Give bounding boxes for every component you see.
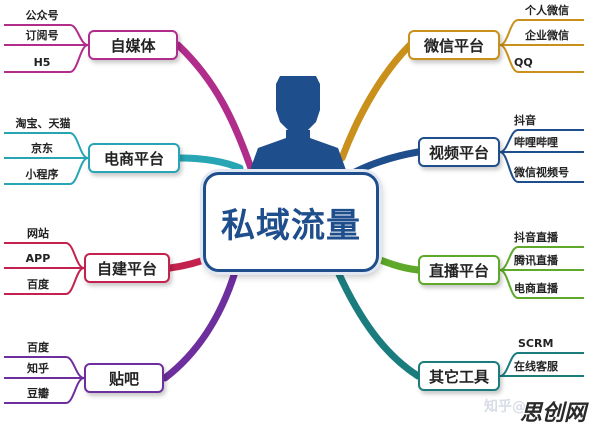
leaf-lines-zhibo xyxy=(499,246,584,299)
branch-dianshang: 电商平台 xyxy=(88,143,180,173)
leaf-lines-dianshang xyxy=(4,132,89,185)
leaf-item: 电商直播 xyxy=(514,282,558,295)
watermark-source: 知乎@ xyxy=(484,399,526,415)
branch-label: 电商平台 xyxy=(103,149,164,168)
leaf-item: 小程序 xyxy=(25,168,59,181)
branch-label: 视频平台 xyxy=(428,143,489,162)
branch-zimeiti: 自媒体 xyxy=(88,30,178,60)
leaf-item: 京东 xyxy=(31,142,53,155)
leaf-item: 网站 xyxy=(27,227,49,240)
leaf-item: 腾讯直播 xyxy=(514,254,558,267)
leaf-item: 微信视频号 xyxy=(514,166,569,179)
leaf-item: 百度 xyxy=(27,341,49,354)
leaf-lines-zijian xyxy=(4,242,85,295)
branch-gongju: 其它工具 xyxy=(418,361,500,391)
branch-zhibo: 直播平台 xyxy=(418,255,500,285)
connector-zimeiti xyxy=(174,41,259,184)
leaf-item: SCRM xyxy=(518,337,554,350)
leaf-item: APP xyxy=(25,252,51,265)
branch-label: 其它工具 xyxy=(428,367,489,386)
leaf-item: H5 xyxy=(33,56,51,69)
leaf-item: 个人微信 xyxy=(525,4,569,17)
connector-weixin xyxy=(338,41,414,162)
leaf-item: 公众号 xyxy=(25,9,59,22)
branch-label: 直播平台 xyxy=(428,261,489,280)
leaf-item: 订阅号 xyxy=(25,29,59,42)
leaf-item: 百度 xyxy=(27,278,49,291)
branch-label: 自建平台 xyxy=(96,259,157,278)
branch-tieba: 贴吧 xyxy=(84,363,164,393)
connector-tieba xyxy=(161,268,239,382)
connector-gongju xyxy=(334,268,422,380)
branch-zijian: 自建平台 xyxy=(84,253,170,283)
branch-shipin: 视频平台 xyxy=(418,137,500,167)
center-topic: 私域流量 xyxy=(203,172,379,272)
watermark-brand: 思创网 xyxy=(520,401,587,426)
branch-label: 微信平台 xyxy=(423,36,484,55)
branch-label: 贴吧 xyxy=(108,369,139,388)
leaf-lines-gongju xyxy=(499,352,584,377)
leaf-lines-weixin xyxy=(499,19,584,73)
leaf-item: 抖音 xyxy=(514,114,536,127)
connector-shipin xyxy=(351,148,422,176)
branch-weixin: 微信平台 xyxy=(408,30,500,60)
leaf-item: 企业微信 xyxy=(525,29,569,42)
leaf-item: 抖音直播 xyxy=(514,231,558,244)
leaf-lines-shipin xyxy=(499,129,584,183)
leaf-item: 在线客服 xyxy=(514,360,558,373)
leaf-lines-zimeiti xyxy=(4,24,89,73)
leaf-item: 哔哩哔哩 xyxy=(514,136,558,149)
leaf-item: QQ xyxy=(514,56,533,69)
center-title: 私域流量 xyxy=(221,205,361,246)
connector-dianshang xyxy=(176,154,244,172)
leaf-lines-tieba xyxy=(4,356,85,404)
leaf-item: 淘宝、天猫 xyxy=(15,117,71,130)
leaf-item: 豆瓣 xyxy=(27,387,49,400)
branch-label: 自媒体 xyxy=(110,36,156,55)
leaf-item: 知乎 xyxy=(27,362,49,375)
